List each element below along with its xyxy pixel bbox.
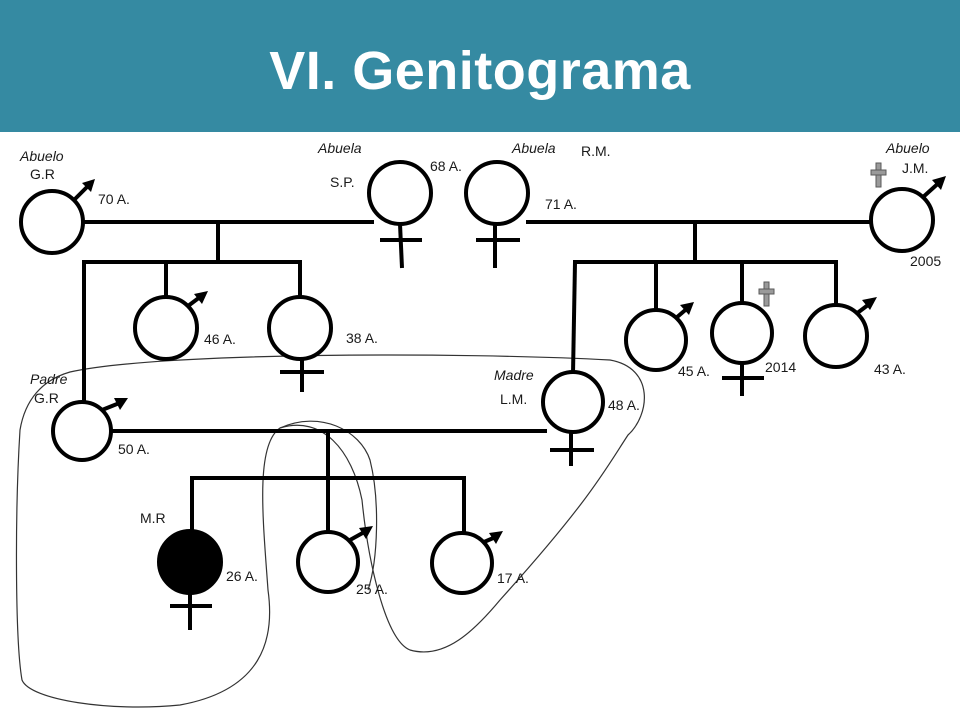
- female-symbol: [367, 160, 433, 226]
- initials-label: G.R: [34, 390, 59, 406]
- female-cross-stem: [398, 223, 404, 269]
- age-label: 71 A.: [545, 196, 577, 212]
- age-label: 45 A.: [678, 363, 710, 379]
- initials-label: J.M.: [902, 160, 928, 176]
- male-arrow-head: [932, 176, 946, 190]
- person-maternal-grandmother: [464, 160, 530, 268]
- male-symbol: [869, 187, 935, 253]
- role-label: Padre: [30, 371, 68, 387]
- female-symbol: [710, 301, 774, 365]
- male-symbol: [296, 530, 360, 594]
- death-year-label: 2014: [765, 359, 796, 375]
- male-arrow-head: [114, 398, 128, 410]
- female-symbol: [157, 529, 223, 595]
- initials-label: G.R: [30, 166, 55, 182]
- age-label: 70 A.: [98, 191, 130, 207]
- age-label: 38 A.: [346, 330, 378, 346]
- male-arrow-head: [862, 297, 877, 310]
- person-paternal-aunt: [267, 295, 333, 392]
- person-maternal-aunt: [710, 281, 775, 396]
- person-paternal-grandfather: [19, 179, 95, 255]
- male-arrow-head: [489, 531, 503, 544]
- page-title: VI. Genitograma: [269, 41, 691, 101]
- person-brother-2: [430, 531, 503, 595]
- person-brother-1: [296, 526, 373, 594]
- person-maternal-uncle-1: [624, 302, 694, 372]
- age-label: 25 A.: [356, 581, 388, 597]
- male-arrow-head: [680, 302, 694, 315]
- female-symbol: [541, 370, 605, 434]
- initials-label: M.R: [140, 510, 166, 526]
- person-index-patient: [157, 529, 223, 630]
- male-symbol: [803, 303, 869, 369]
- age-label: 17 A.: [497, 570, 529, 586]
- male-arrow-head: [359, 526, 373, 539]
- male-arrow-head: [194, 291, 208, 304]
- deceased-cross-icon: [870, 162, 887, 188]
- death-year-label: 2005: [910, 253, 941, 269]
- role-label: Madre: [494, 367, 534, 383]
- male-symbol: [19, 189, 85, 255]
- person-paternal-grandmother: [367, 160, 433, 269]
- female-symbol: [267, 295, 333, 361]
- age-label: 43 A.: [874, 361, 906, 377]
- male-symbol: [430, 531, 494, 595]
- age-label: 48 A.: [608, 397, 640, 413]
- person-maternal-uncle-2: [803, 297, 877, 369]
- male-symbol: [51, 400, 113, 462]
- person-mother: [541, 370, 605, 466]
- initials-label: S.P.: [330, 174, 355, 190]
- deceased-cross-icon: [758, 281, 775, 307]
- drop-line-mother: [570, 259, 578, 377]
- male-arrow-head: [82, 179, 95, 192]
- age-label: 46 A.: [204, 331, 236, 347]
- male-symbol: [133, 295, 199, 361]
- role-label: Abuelo: [885, 140, 930, 156]
- relationship-lines: [82, 220, 874, 537]
- age-label: 26 A.: [226, 568, 258, 584]
- initials-label: L.M.: [500, 391, 527, 407]
- role-label: Abuela: [511, 140, 556, 156]
- title-banner: [0, 0, 960, 132]
- role-label: Abuelo: [19, 148, 64, 164]
- male-symbol: [624, 308, 688, 372]
- person-maternal-grandfather: [869, 162, 946, 253]
- person-paternal-uncle: [133, 291, 208, 361]
- person-father: [51, 398, 128, 462]
- role-label: Abuela: [317, 140, 362, 156]
- age-label: 50 A.: [118, 441, 150, 457]
- initials-label: R.M.: [581, 143, 611, 159]
- sibling-household-boundary: [279, 420, 378, 591]
- age-label: 68 A.: [430, 158, 462, 174]
- female-symbol: [464, 160, 530, 226]
